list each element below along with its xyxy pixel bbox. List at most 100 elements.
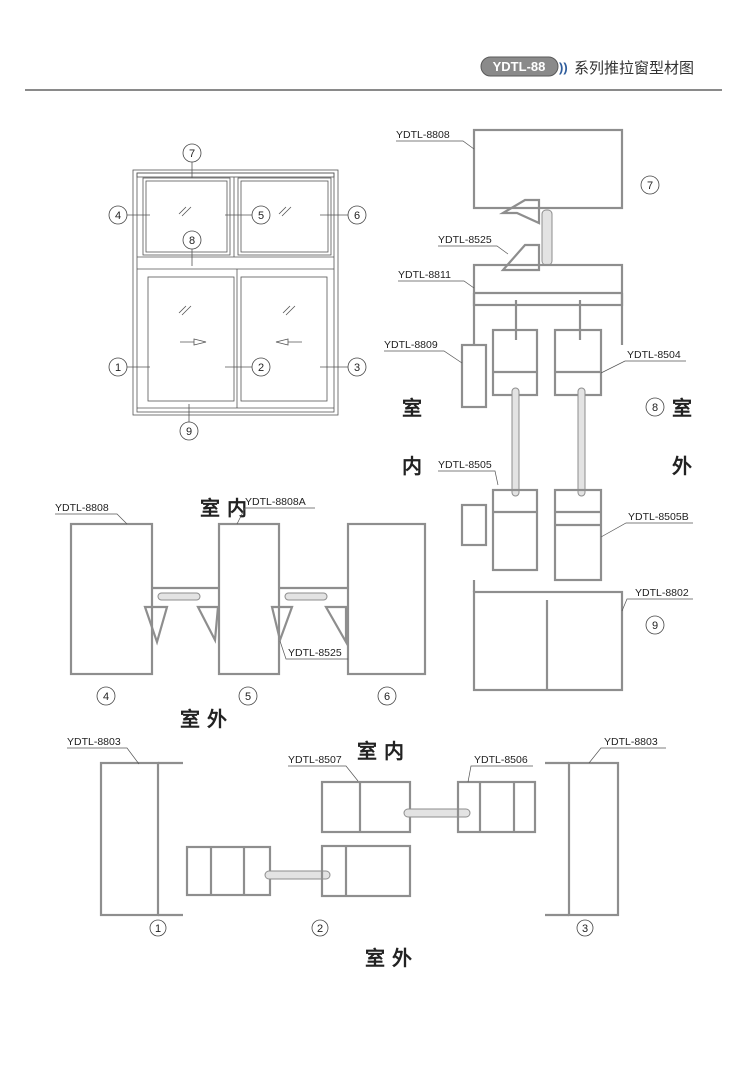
profile-line (270, 605, 294, 644)
label-ydtl-8802: YDTL-8802 (621, 587, 693, 612)
profile-line (377, 686, 397, 706)
profile-line (96, 686, 116, 706)
drawing-text: YDTL-8808 (55, 502, 109, 514)
profile-line (196, 605, 220, 644)
profile-line (142, 177, 231, 256)
series-badge (480, 56, 559, 77)
label-ydtl-8809: YDTL-8809 (384, 339, 463, 364)
drawing-text: YDTL-8808 (396, 129, 450, 141)
drawing-text: 7 (647, 180, 653, 192)
drawing-text: 1 (115, 362, 121, 374)
indoor-label: 室 (402, 396, 422, 420)
outdoor-label: 室 外 (180, 707, 227, 731)
label-ydtl-8808a: YDTL-8808A (236, 496, 315, 525)
drawing-text: 4 (115, 210, 121, 222)
glass-pane (264, 870, 331, 880)
elevation-marker-7: 7 (182, 143, 202, 163)
profile-line (145, 180, 228, 253)
profile-8811-transom (472, 263, 624, 307)
drawing-text: YDTL-8809 (384, 339, 438, 351)
drawing-text: YDTL-8802 (635, 587, 689, 599)
glass-pane (541, 209, 553, 266)
series-badge-text: YDTL-88 (493, 59, 546, 74)
profile-line (384, 350, 463, 364)
outdoor-label: 外 (672, 454, 692, 478)
upper-horizontal-section: 室 内 室 外 YDTL-8808 YDTL-8808A YDTL-8525 4… (55, 496, 427, 731)
profile-line (498, 198, 541, 225)
drawing-text: YDTL-8808A (245, 496, 306, 508)
profile-line (438, 470, 499, 486)
profile-line (143, 605, 169, 646)
profile-line (178, 206, 296, 316)
section-marker-6: 6 (377, 686, 397, 706)
section-marker-1: 1 (149, 919, 167, 937)
drawing-text: 7 (189, 148, 195, 160)
profile-line (288, 765, 359, 782)
glass-pane (577, 387, 586, 497)
drawing-text: 5 (245, 691, 251, 703)
profile-8809 (460, 343, 488, 409)
profile-line (621, 598, 693, 612)
profile-line (147, 276, 235, 402)
drawing-text: 9 (652, 620, 658, 632)
elevation-marker-5: 5 (251, 205, 271, 225)
profile-line (251, 205, 271, 225)
profile-line (600, 360, 686, 374)
label-ydtl-8811: YDTL-8811 (398, 269, 475, 289)
header: YDTL-88 )) 系列推拉窗型材图 (25, 56, 722, 91)
drawing-text: 2 (258, 362, 264, 374)
profile-line (347, 205, 367, 225)
elevation-marker-3: 3 (347, 357, 367, 377)
profile-line (251, 357, 271, 377)
profile-line (236, 507, 315, 525)
profile-line (588, 747, 666, 764)
drawing-text: YDTL-8504 (627, 349, 681, 361)
profile-line (108, 357, 128, 377)
vertical-section: YDTL-8808 YDTL-8525 YDTL-8811 YDTL-8809 … (384, 128, 693, 692)
glass-pane (284, 592, 328, 601)
drawing-text: 4 (103, 691, 109, 703)
drawing-text: YDTL-8811 (398, 269, 451, 281)
profile-line (182, 143, 202, 163)
profile-line (108, 205, 128, 225)
profile-line (279, 640, 348, 660)
drawing-text: YDTL-8505B (628, 511, 689, 523)
profile-8808a (217, 522, 281, 676)
profile-8506 (456, 780, 537, 834)
label-ydtl-8505b: YDTL-8505B (600, 511, 693, 538)
sash-left (185, 845, 272, 897)
elevation-marker-9: 9 (179, 421, 199, 441)
arrows-decoration: )) (559, 60, 568, 75)
section-marker-4: 4 (96, 686, 116, 706)
profile-line (640, 175, 660, 195)
profile-line (149, 919, 167, 937)
profile-line (179, 421, 199, 441)
elevation-marker-8: 8 (182, 230, 202, 250)
label-ydtl-8808: YDTL-8808 (55, 502, 128, 525)
section-marker-9: 9 (645, 615, 665, 635)
profile-line (500, 243, 541, 272)
drawing-text: YDTL-8505 (438, 459, 492, 471)
label-ydtl-8505: YDTL-8505 (438, 459, 499, 486)
profile-line (136, 172, 335, 413)
profile-line (324, 605, 348, 647)
profile-line (132, 169, 339, 416)
drawing-text: 3 (582, 923, 588, 935)
drawing-text: YDTL-8507 (288, 754, 342, 766)
profile-line (237, 177, 332, 256)
label-ydtl-8504: YDTL-8504 (600, 349, 686, 374)
profile-line (240, 276, 328, 402)
indoor-label: 室 内 (357, 739, 404, 763)
profile-line (240, 180, 329, 253)
outdoor-label: 室 外 (365, 946, 412, 970)
drawing-text: 2 (317, 923, 323, 935)
sash-middle (320, 844, 412, 898)
drawing-text: 8 (189, 235, 195, 247)
elevation-marker-6: 6 (347, 205, 367, 225)
drawing-text: YDTL-8525 (438, 234, 492, 246)
profile-8505 (491, 488, 539, 572)
profile-8505b (553, 488, 603, 582)
profile-line (136, 172, 335, 178)
glass-pane (403, 808, 471, 818)
